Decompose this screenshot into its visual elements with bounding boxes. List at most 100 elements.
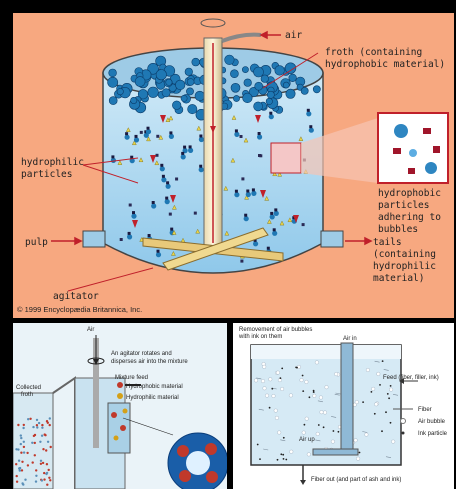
froth-bubble <box>284 62 297 74</box>
label-pulp: pulp <box>25 237 48 248</box>
bubbles-and-particles <box>254 360 399 461</box>
air-bubble <box>319 410 324 415</box>
bubble-particle <box>234 192 240 198</box>
rotation-indicator <box>200 18 226 28</box>
air-bubble <box>356 456 361 461</box>
bubble-particle <box>269 214 275 220</box>
fiber <box>374 360 380 363</box>
ink-particle <box>312 391 315 393</box>
froth-bubble <box>130 97 138 105</box>
bubble-particle <box>251 190 257 196</box>
attached-particle <box>274 208 278 212</box>
collection-tank <box>13 392 54 489</box>
label-tails: (containing <box>373 249 436 260</box>
hydrophilic-particle <box>171 230 177 235</box>
froth-bubble <box>253 66 264 78</box>
tails-outlet-pipe <box>320 230 344 248</box>
froth-dot <box>36 426 39 429</box>
fiber <box>331 416 337 418</box>
froth-dot <box>17 423 20 427</box>
froth-dot <box>31 461 34 464</box>
fiber <box>362 431 368 433</box>
ink-particle <box>282 436 285 439</box>
froth-dot <box>46 440 50 443</box>
bubble-particle <box>308 127 314 133</box>
froth-dot <box>22 426 25 430</box>
label-hydrophobic: bubbles <box>378 224 418 235</box>
ink-particle <box>362 401 364 403</box>
hydrophilic-particle <box>158 134 164 140</box>
label-air: air <box>285 30 302 41</box>
attached-particle <box>234 129 238 133</box>
froth-dot <box>45 449 48 452</box>
attached-particle <box>161 174 165 178</box>
bubble-particle <box>168 133 174 139</box>
label-tails: tails <box>373 237 402 248</box>
froth-bubble <box>184 67 193 76</box>
bubble-particle <box>243 216 249 222</box>
froth-bubble <box>187 104 198 115</box>
air-bubble <box>315 431 320 436</box>
bubble-particle <box>133 137 140 143</box>
label-hydrophilic: hydrophilic <box>21 157 84 168</box>
bubble-particle <box>151 203 157 209</box>
hydrophilic-particle <box>224 230 230 236</box>
air-bubble <box>391 439 396 444</box>
attached-particle <box>169 131 173 135</box>
particle <box>241 177 245 181</box>
froth-dot <box>15 463 18 466</box>
ink-particle <box>271 387 274 390</box>
label-fiber-out: Fiber out (and part of ash and ink) <box>311 477 401 483</box>
attached-particle <box>188 145 192 149</box>
bubble-particle <box>180 154 186 160</box>
label-collected-froth: froth <box>21 392 33 398</box>
ink-particle <box>358 451 361 454</box>
particle <box>156 134 160 138</box>
froth-bubble <box>186 87 194 96</box>
air-bubble <box>262 364 267 369</box>
attached-particle <box>234 189 238 193</box>
hydrophilic-particle <box>298 136 304 141</box>
froth-bubble <box>233 95 240 102</box>
particle <box>155 153 159 157</box>
froth-bubble <box>116 88 124 96</box>
ink-particle <box>268 406 271 409</box>
attached-particle <box>199 134 203 138</box>
label-removement: with ink on them <box>238 334 282 340</box>
froth-dot <box>19 434 22 437</box>
bubble-particle <box>245 191 251 198</box>
particle <box>239 135 243 138</box>
ink-particle <box>301 374 304 377</box>
ink-particle <box>389 421 392 424</box>
air-bubble <box>262 386 267 391</box>
bubble-particle <box>273 210 279 216</box>
froth-dot <box>40 479 44 482</box>
ink-particle <box>332 430 335 432</box>
froth-dot <box>29 417 32 420</box>
particle <box>128 203 132 207</box>
attached-particle <box>181 151 185 155</box>
froth-dot <box>48 417 51 420</box>
hydrophilic-particle <box>171 251 176 256</box>
froth-dot <box>41 423 44 427</box>
legend-hydrophobic-icon <box>117 382 123 388</box>
air-bubble <box>389 387 394 392</box>
ink-particle <box>285 458 288 461</box>
fiber <box>383 369 389 371</box>
label-agitator: An agitator rotates and <box>111 351 172 357</box>
ink-particle <box>281 367 284 370</box>
bubble-particle <box>257 134 263 140</box>
froth-dot <box>24 478 27 481</box>
legend-hydrophilic-icon <box>117 393 123 399</box>
air-bubble <box>299 378 304 383</box>
froth-bubble <box>241 66 249 73</box>
attached-particle <box>166 181 170 185</box>
froth-bubble <box>224 54 235 65</box>
froth-dot <box>19 442 22 446</box>
bubble-particle <box>234 131 240 137</box>
air-bubble <box>322 410 327 415</box>
ink-particle <box>381 430 383 433</box>
particle <box>301 223 305 227</box>
froth-dot <box>15 448 18 451</box>
ink-particle <box>373 412 376 415</box>
